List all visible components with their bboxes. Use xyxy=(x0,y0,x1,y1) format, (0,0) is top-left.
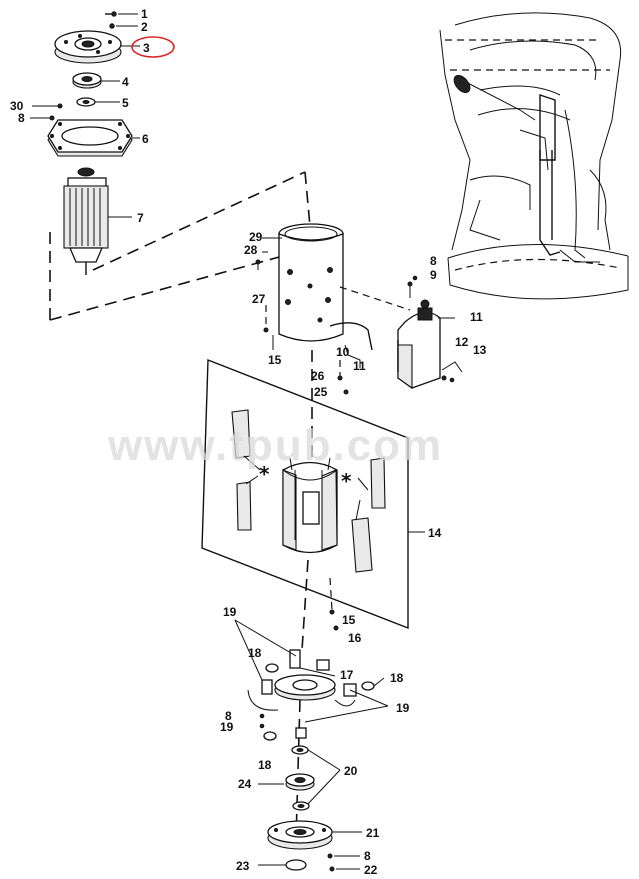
label-item-13: 13 xyxy=(473,343,487,357)
lower-bearing-stack xyxy=(258,745,362,872)
label-item-23: 23 xyxy=(236,859,250,873)
label-item-17: 17 xyxy=(340,668,354,682)
field-housing-item-29 xyxy=(255,223,373,351)
cover-item-23 xyxy=(285,859,307,871)
label-item-7: 7 xyxy=(137,211,144,225)
label-item-18: 18 xyxy=(390,671,404,685)
screw-item-28 xyxy=(255,259,261,265)
washer-item-9 xyxy=(412,275,418,281)
washer-item-22 xyxy=(329,866,335,872)
end-plate-assembly xyxy=(30,11,140,275)
label-item-15: 15 xyxy=(342,613,356,627)
brush-shoe xyxy=(351,517,373,573)
label-item-20: 20 xyxy=(344,764,358,778)
washer-item-25 xyxy=(343,389,349,395)
label-item-26: 26 xyxy=(311,369,325,383)
label-item-8: 8 xyxy=(225,709,232,723)
asterisk-note: * xyxy=(259,462,270,486)
label-item-14: 14 xyxy=(428,526,442,540)
spring-item-18 xyxy=(361,681,375,691)
screw-item-12 xyxy=(441,375,447,381)
label-item-2: 2 xyxy=(141,20,148,34)
label-item-29: 29 xyxy=(249,230,263,244)
asterisk-note: * xyxy=(341,469,352,493)
label-item-19: 19 xyxy=(396,701,410,715)
screw-item-27 xyxy=(263,327,269,333)
label-item-1: 1 xyxy=(141,7,148,21)
watermark-text: www.tpub.com xyxy=(107,421,443,470)
label-item-30: 30 xyxy=(10,99,24,113)
highlight-circle-item-3 xyxy=(131,36,175,58)
alignment-line xyxy=(301,559,309,651)
label-item-11: 11 xyxy=(353,359,366,373)
label-item-24: 24 xyxy=(238,777,252,791)
label-item-6: 6 xyxy=(142,132,149,146)
label-item-28: 28 xyxy=(244,243,258,257)
alignment-line xyxy=(295,699,301,841)
brush-holder-cage xyxy=(282,457,338,554)
brush-shoe xyxy=(236,481,252,531)
alignment-line xyxy=(49,247,313,321)
brush-shoe xyxy=(231,409,251,459)
armature-item-7 xyxy=(63,167,132,275)
label-item-19: 19 xyxy=(220,720,234,734)
label-item-4: 4 xyxy=(122,75,129,89)
washer-item-8-top xyxy=(49,115,55,121)
label-item-8: 8 xyxy=(18,111,25,125)
engine-background-sketch xyxy=(439,12,629,300)
brush-kit-frame-item-14 xyxy=(201,358,425,630)
screw-item-26 xyxy=(337,375,343,381)
label-item-16: 16 xyxy=(348,631,362,645)
callout-labels: 1 2 3 4 5 30 8 6 7 29 28 27 15 10 11 26 … xyxy=(10,7,487,877)
screw-item-8 xyxy=(327,853,333,859)
washer-item-13 xyxy=(449,377,455,383)
label-item-25: 25 xyxy=(314,385,328,399)
washer-item-16 xyxy=(333,625,339,631)
screw-item-8 xyxy=(259,713,265,719)
label-item-19: 19 xyxy=(223,605,237,619)
label-item-8: 8 xyxy=(430,254,437,268)
spring-item-18 xyxy=(265,663,279,673)
screw-item-8 xyxy=(407,281,413,287)
label-item-9: 9 xyxy=(430,268,437,282)
screw-item-30 xyxy=(57,103,63,109)
label-item-12: 12 xyxy=(455,335,469,349)
label-item-15: 15 xyxy=(268,353,282,367)
label-item-11: 11 xyxy=(470,310,483,324)
screw-item-19 xyxy=(259,723,265,729)
brush-ring-item-17 xyxy=(247,649,375,741)
spring-item-18 xyxy=(263,731,277,741)
brush-item-19 xyxy=(261,679,273,695)
label-item-18: 18 xyxy=(248,646,262,660)
label-item-3: 3 xyxy=(143,41,150,55)
label-item-5: 5 xyxy=(122,96,129,110)
label-item-22: 22 xyxy=(364,863,378,877)
terminal-box-item-11 xyxy=(339,275,463,390)
brush-shoe xyxy=(370,457,386,509)
screw-item-15 xyxy=(329,609,335,615)
label-item-10: 10 xyxy=(336,345,350,359)
label-item-8: 8 xyxy=(364,849,371,863)
label-item-21: 21 xyxy=(366,826,380,840)
label-item-18: 18 xyxy=(258,758,272,772)
washer-item-2 xyxy=(109,23,115,29)
alignment-line xyxy=(92,171,306,271)
label-item-27: 27 xyxy=(252,292,266,306)
